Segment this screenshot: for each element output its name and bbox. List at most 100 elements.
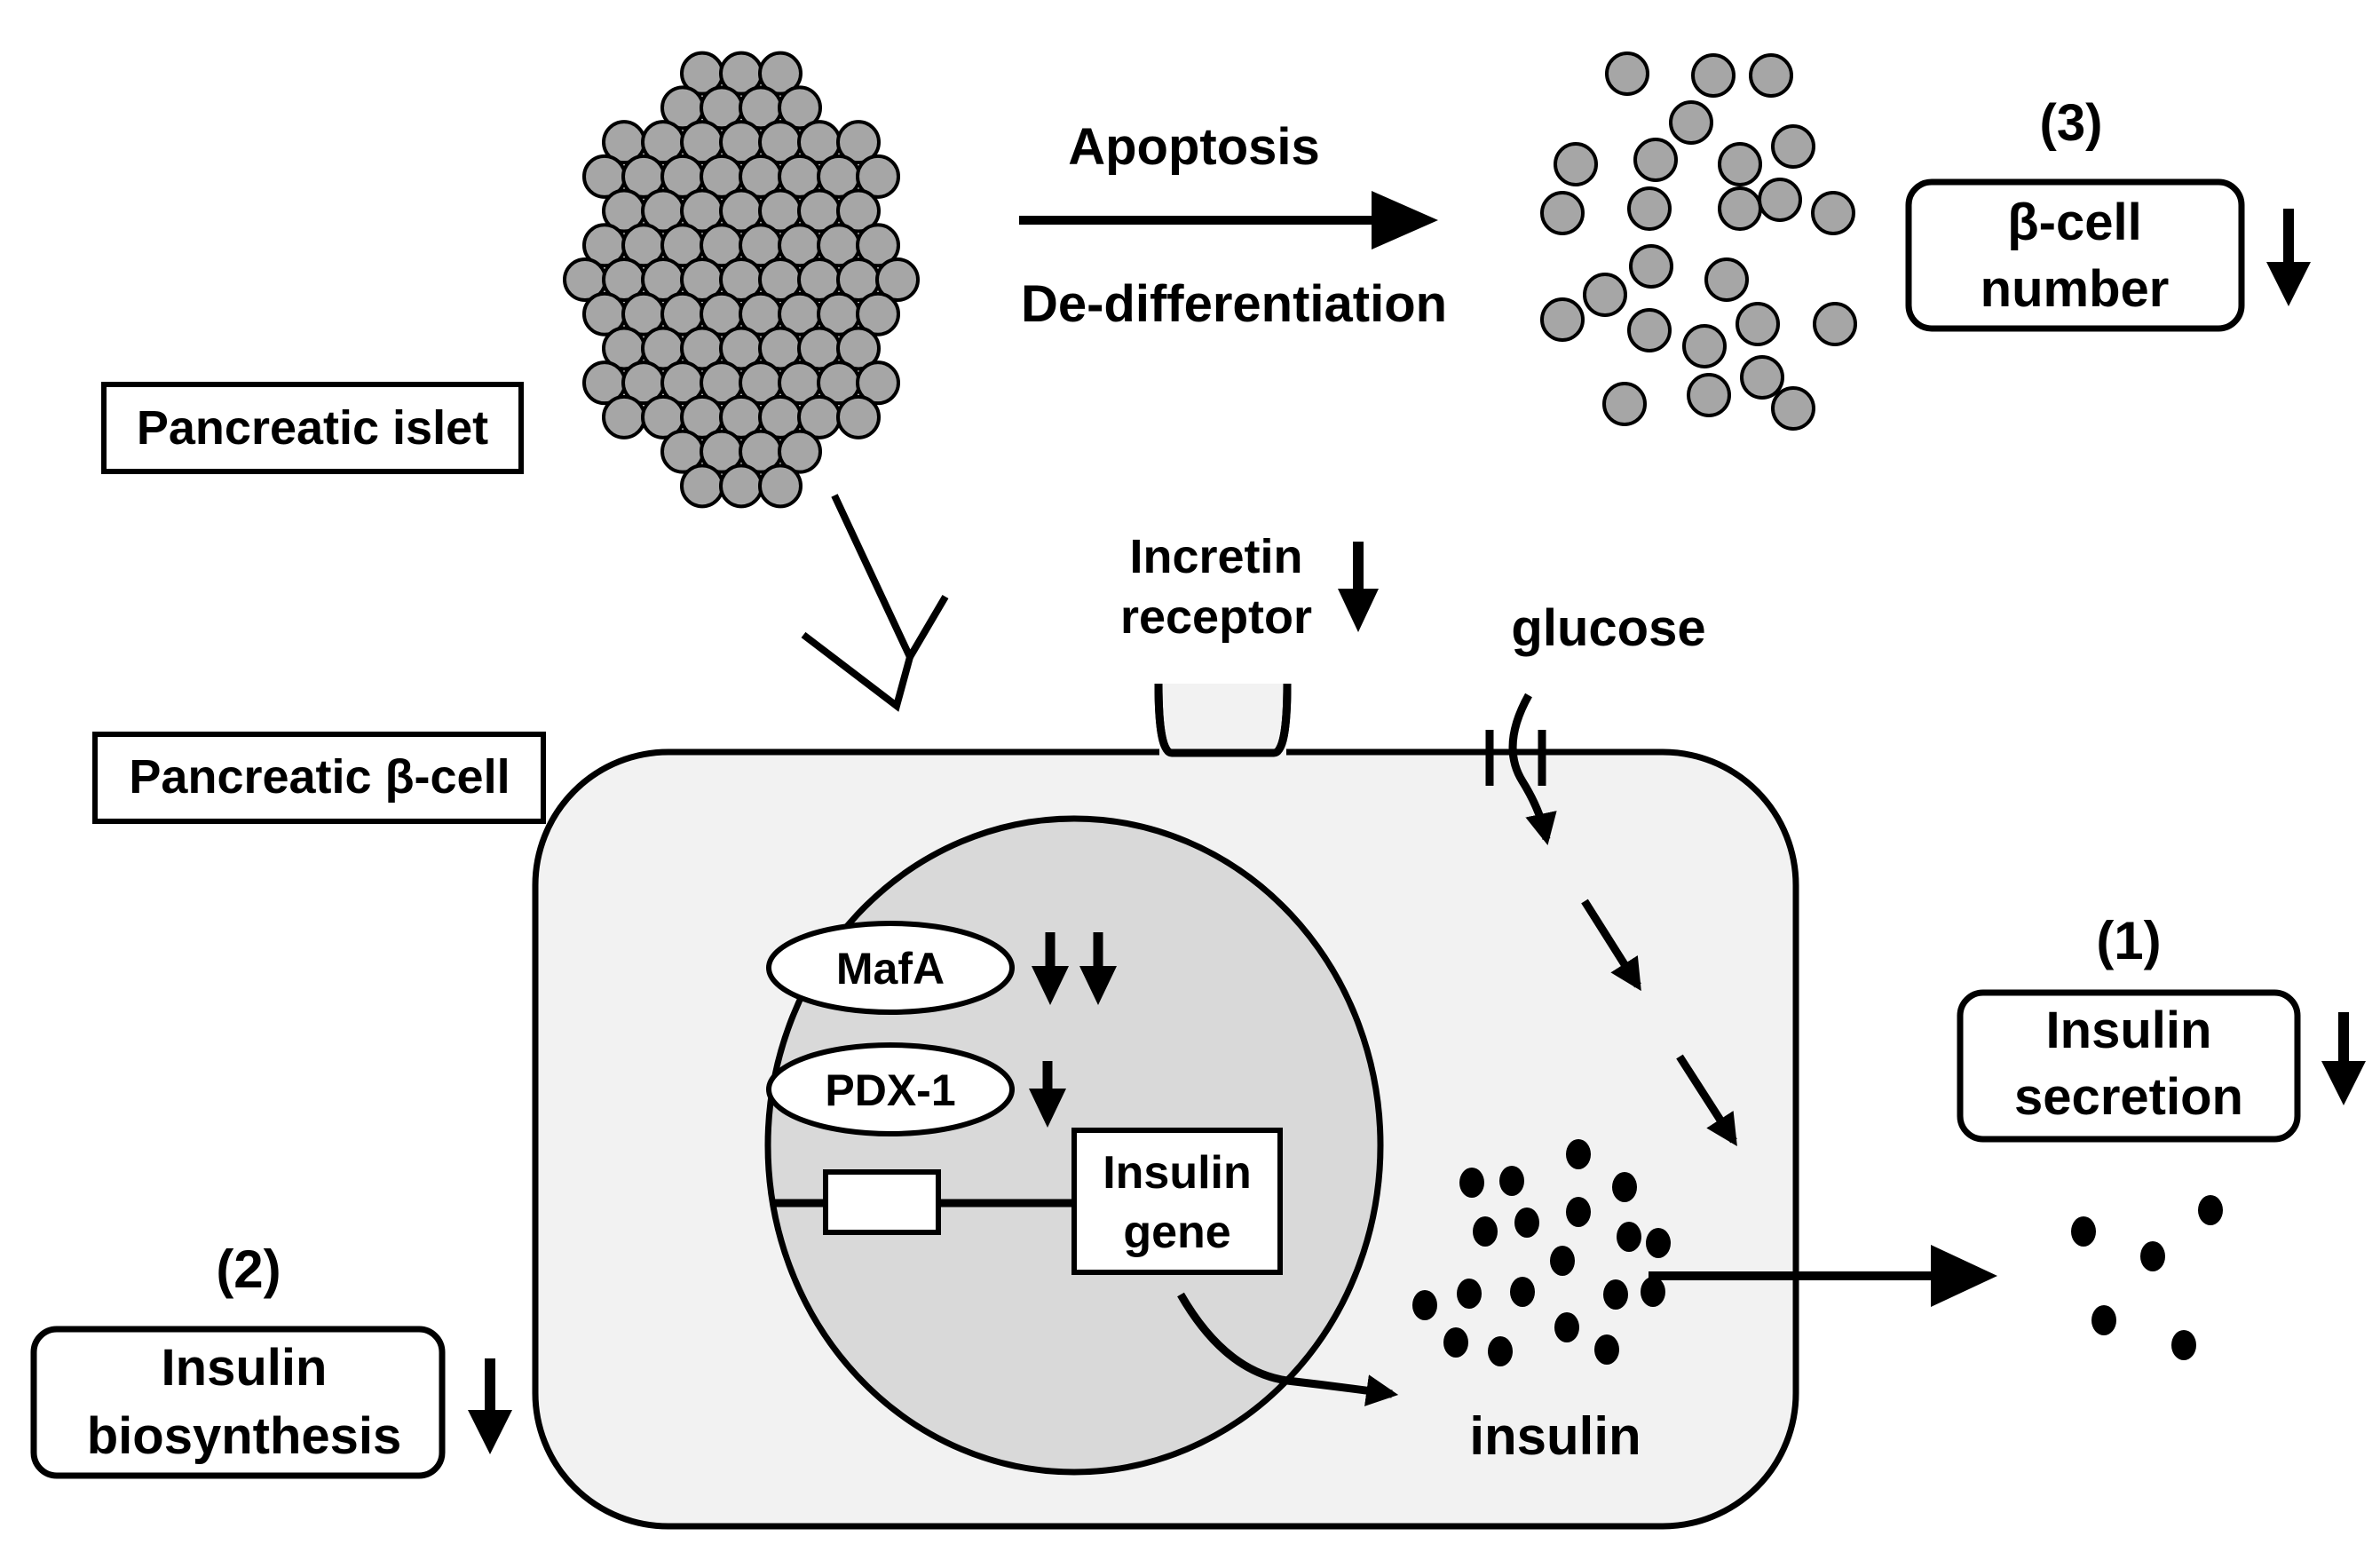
dispersed-cell [1583, 273, 1627, 317]
dispersed-cell [1740, 355, 1784, 400]
insulin-secretion-line2: secretion [2014, 1068, 2243, 1126]
islet-cell [856, 223, 900, 268]
dispersed-cell [1602, 382, 1647, 426]
islet-cell [778, 429, 822, 474]
islet-cell [778, 85, 822, 131]
glucose-label: glucose [1511, 599, 1705, 657]
insulin-granule [1499, 1166, 1524, 1196]
dispersed-cell [1813, 302, 1857, 346]
glucose-entry-arrow [1508, 693, 1557, 846]
beta-cell-number-line2: number [1981, 260, 2170, 318]
dispersed-cell [1627, 308, 1672, 352]
insulin-gene-line2: gene [1123, 1207, 1230, 1258]
insulin-granule [1459, 1168, 1484, 1198]
dispersed-cell [1687, 373, 1731, 417]
glucose-signal-arrow-1 [1581, 899, 1641, 992]
islet-cell [836, 120, 881, 165]
promoter-box [823, 1169, 941, 1235]
incretin-down-arrow [1338, 542, 1379, 632]
dispersed-cell [1629, 244, 1673, 289]
islet-cell [875, 257, 920, 302]
beta-cell-number-box [1905, 178, 2245, 332]
insulin-granule [1550, 1246, 1575, 1276]
dispersed-cell [1540, 191, 1585, 235]
pdx1-down-arrow [1029, 1061, 1066, 1128]
dispersed-cell [1758, 178, 1802, 222]
glucose-transporter [1485, 730, 1546, 786]
dispersed-cell [1669, 100, 1713, 145]
islet-cell [856, 291, 900, 337]
insulin-granule [1488, 1336, 1513, 1366]
mafa-double-down-arrow [1032, 932, 1117, 1005]
secretion-arrow [1649, 1245, 1997, 1307]
secreted-granule [2198, 1195, 2223, 1225]
apoptosis-arrow [1019, 191, 1438, 249]
outcome-2-number: (2) [216, 1239, 281, 1299]
insulin-gene-line1: Insulin [1103, 1147, 1252, 1199]
insulin-biosynthesis-line1: Insulin [162, 1339, 328, 1397]
pancreatic-islet-label: Pancreatic islet [137, 401, 488, 455]
islet-cell [856, 154, 900, 199]
outcome-3-number: (3) [2040, 94, 2103, 152]
dispersed-cell [1682, 324, 1727, 368]
dispersed-cell [1749, 53, 1793, 98]
insulin-biosynthesis-down-arrow [468, 1358, 512, 1454]
gene-expression-arrow [1177, 1292, 1399, 1406]
beta-cell-number-down-arrow [2266, 209, 2311, 306]
pdx1-ellipse [766, 1042, 1015, 1136]
mafa-ellipse [766, 921, 1015, 1015]
secreted-granule [2140, 1241, 2165, 1271]
insulin-granule [1641, 1277, 1665, 1307]
glucose-signal-arrow-2 [1676, 1054, 1737, 1147]
insulin-biosynthesis-box [30, 1326, 446, 1479]
insulin-granule [1443, 1327, 1468, 1358]
pancreatic-beta-cell-label: Pancreatic β-cell [129, 750, 510, 804]
insulin-granule [1566, 1139, 1591, 1169]
dispersed-cell [1704, 257, 1749, 302]
insulin-granule [1594, 1334, 1619, 1365]
insulin-granule [1617, 1222, 1641, 1252]
insulin-biosynthesis-line2: biosynthesis [87, 1407, 402, 1465]
incretin-receptor-line1: Incretin [1129, 530, 1302, 583]
dispersed-cell [1736, 302, 1780, 346]
insulin-granules [1412, 1139, 1671, 1366]
dispersed-beta-cells [1540, 51, 1857, 431]
islet-cell [856, 360, 900, 406]
dispersed-cell [1718, 142, 1762, 186]
insulin-secretion-line1: Insulin [2046, 1002, 2212, 1059]
secreted-granule [2171, 1330, 2196, 1360]
zoom-callout [801, 494, 949, 712]
islet-cell [719, 463, 763, 509]
islet-cell [680, 463, 724, 509]
dispersed-cell [1691, 53, 1736, 98]
islet-cell [602, 394, 646, 439]
dispersed-cell [1811, 191, 1855, 235]
insulin-granule [1457, 1279, 1482, 1309]
dispersed-cell [1605, 51, 1649, 96]
beta-cell-number-line1: β-cell [2007, 194, 2141, 251]
islet-cell [758, 51, 803, 96]
insulin-granule [1603, 1279, 1628, 1310]
insulin-gene-box [1071, 1128, 1283, 1275]
mafa-label: MafA [836, 944, 945, 994]
apoptosis-label: Apoptosis [1068, 118, 1320, 176]
dispersed-cell [1771, 386, 1815, 431]
outcome-1-number: (1) [2096, 911, 2161, 970]
islet-cell [836, 188, 881, 234]
pdx1-label: PDX-1 [825, 1065, 955, 1115]
incretin-receptor [1154, 683, 1292, 757]
insulin-granule [1510, 1277, 1535, 1307]
secreted-granule [2071, 1216, 2096, 1247]
pancreatic-islet-cluster [563, 51, 920, 509]
dispersed-cell [1633, 138, 1678, 182]
secreted-insulin-granules [2071, 1195, 2223, 1360]
insulin-granule [1554, 1312, 1579, 1342]
dispersed-cell [1718, 186, 1762, 231]
pancreatic-islet-box [101, 382, 524, 474]
dedifferentiation-label: De-differentiation [1021, 275, 1447, 333]
dispersed-cell [1627, 186, 1672, 231]
secreted-granule [2091, 1305, 2116, 1335]
pancreatic-beta-cell-box [92, 732, 546, 824]
insulin-granule [1412, 1290, 1437, 1320]
